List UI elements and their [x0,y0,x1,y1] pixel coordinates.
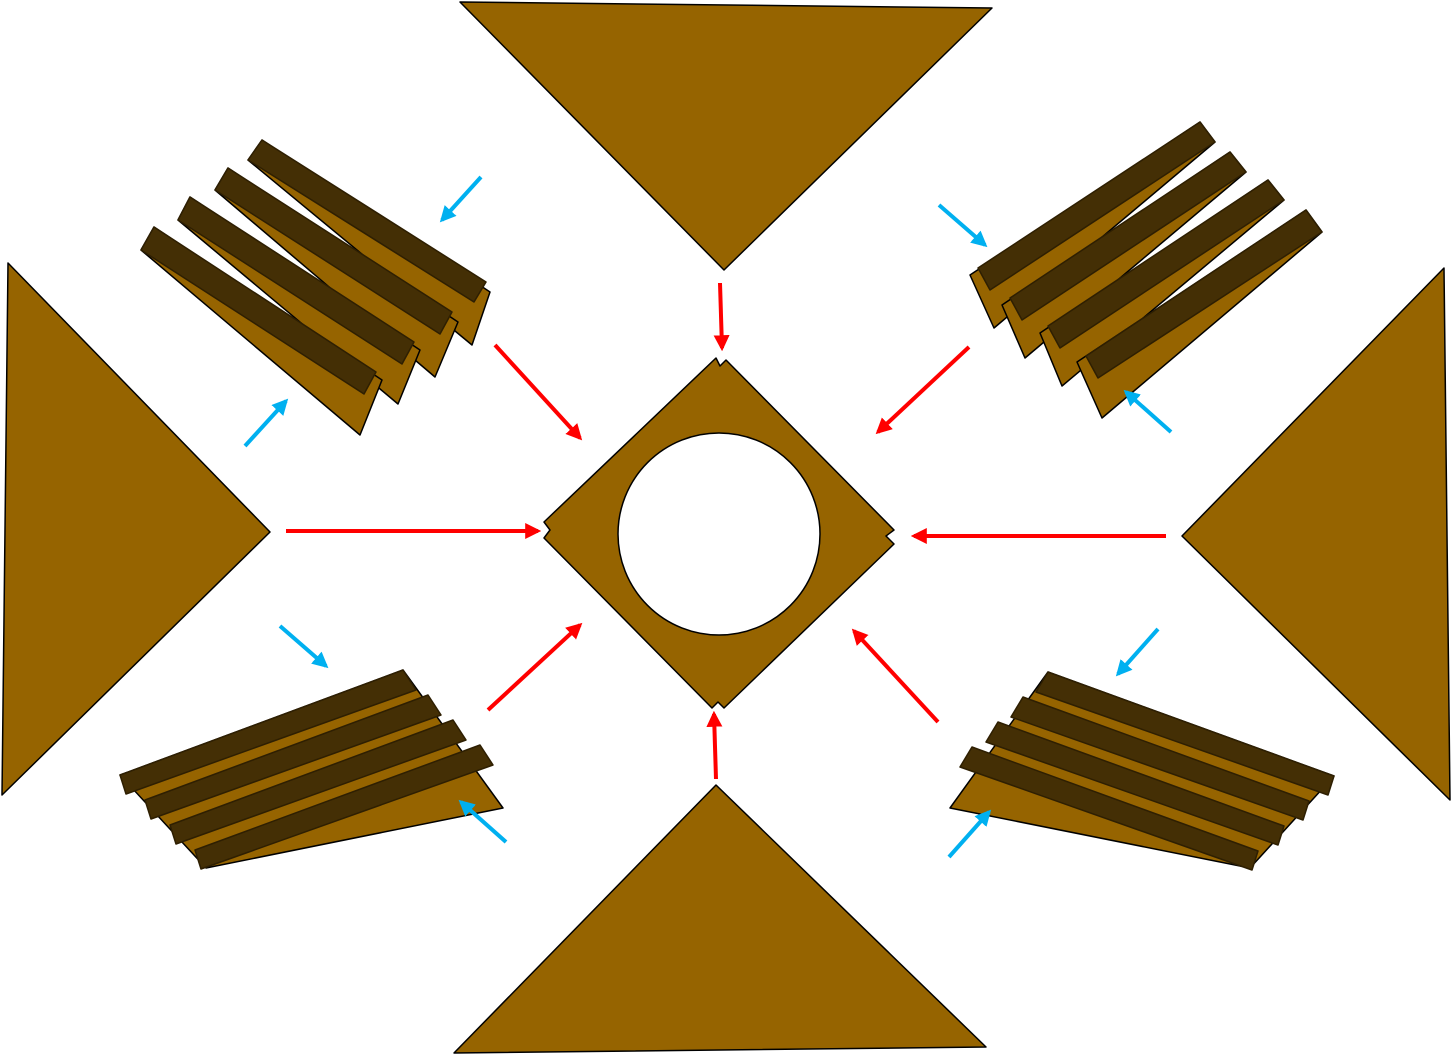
red-arrow-lower-left [486,622,583,712]
red-arrow-bottom [706,710,723,780]
plank [959,746,1259,871]
bottom-wedge [453,784,987,1054]
plank [247,139,487,303]
blue-arrow [1115,627,1160,677]
plank [169,719,467,845]
plank [1009,151,1247,321]
red-arrow-lower-right [851,628,940,724]
plank-stack-lower-right [949,671,1335,871]
plank [985,721,1285,846]
blue-arrow [947,809,992,859]
blue-arrow [937,203,988,248]
red-arrow-top [713,282,730,352]
plank [1047,179,1285,349]
plank [1035,671,1335,796]
red-arrow-upper-left [493,343,583,441]
plank [194,744,494,870]
red-arrow-upper-right [875,345,971,435]
blue-arrow [278,624,329,669]
plank-stack-lower-left [119,669,504,870]
plank [1010,696,1310,821]
blue-arrow [439,175,483,223]
plank [214,167,453,335]
blue-arrows [243,175,1173,859]
plank [144,694,442,820]
plank [977,121,1216,291]
plank-stack-upper-right [969,121,1323,419]
center-hole [617,432,821,636]
plank-stack-upper-left [140,139,491,436]
plank [119,669,417,795]
right-wedge [1181,267,1451,801]
top-wedge [459,1,993,271]
blue-arrow [458,799,508,844]
blue-arrow [1123,389,1173,434]
left-wedge [1,262,271,796]
red-arrows [286,282,1166,780]
plank [177,196,415,365]
blue-arrow [243,398,289,448]
plank [1085,209,1323,379]
plank [140,226,377,395]
